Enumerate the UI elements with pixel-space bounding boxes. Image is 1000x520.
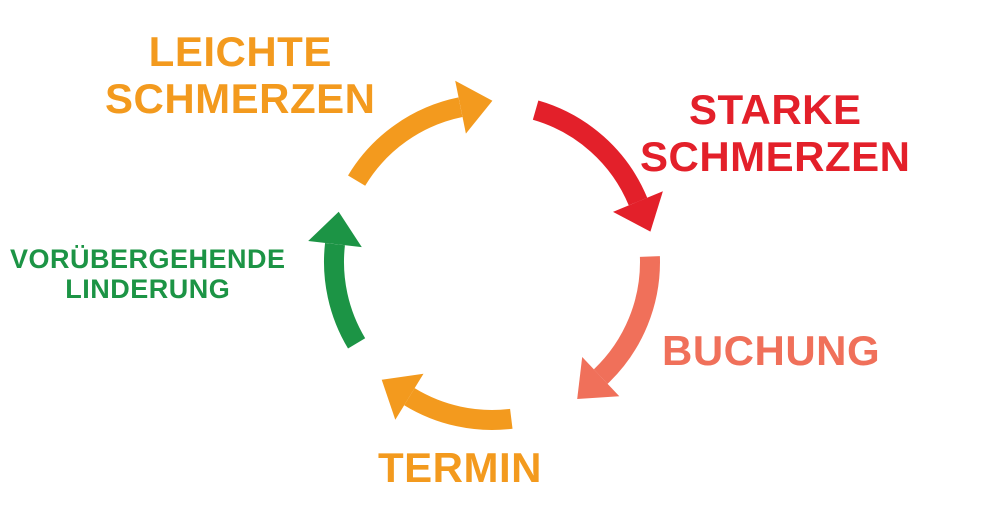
- cycle-arrow-shaft-relief: [324, 242, 366, 349]
- cycle-arrow-shaft-mild: [348, 97, 463, 186]
- label-mild-pain: LEICHTE SCHMERZEN: [105, 28, 376, 122]
- cycle-arrow-head-booking: [577, 357, 620, 399]
- label-mild-pain-line-1: LEICHTE: [148, 28, 332, 75]
- label-severe-pain-line-1: STARKE: [688, 86, 862, 133]
- cycle-arrow-head-severe: [613, 191, 663, 232]
- cycle-arrow-shaft-appointment: [404, 388, 513, 430]
- label-appointment: TERMIN: [378, 444, 542, 491]
- label-temporary-relief-line-1: VORÜBERGEHENDE: [10, 244, 286, 274]
- label-booking: BUCHUNG: [662, 327, 880, 374]
- label-temporary-relief-line-2: LINDERUNG: [65, 274, 231, 305]
- label-severe-pain-line-2: SCHMERZEN: [640, 133, 911, 181]
- cycle-arrow-shaft-booking: [593, 256, 660, 384]
- label-temporary-relief: VORÜBERGEHENDE LINDERUNG: [10, 244, 286, 304]
- cycle-arrows: [308, 80, 663, 430]
- cycle-arrow-head-relief: [308, 211, 362, 248]
- cycle-arrow-head-mild: [455, 80, 493, 134]
- label-mild-pain-line-2: SCHMERZEN: [105, 75, 376, 123]
- cycle-arrow-head-appointment: [381, 373, 424, 420]
- cycle-arrow-shaft-severe: [532, 100, 648, 206]
- label-severe-pain: STARKE SCHMERZEN: [640, 86, 911, 180]
- label-appointment-line-1: TERMIN: [378, 444, 542, 491]
- label-booking-line-1: BUCHUNG: [662, 327, 881, 374]
